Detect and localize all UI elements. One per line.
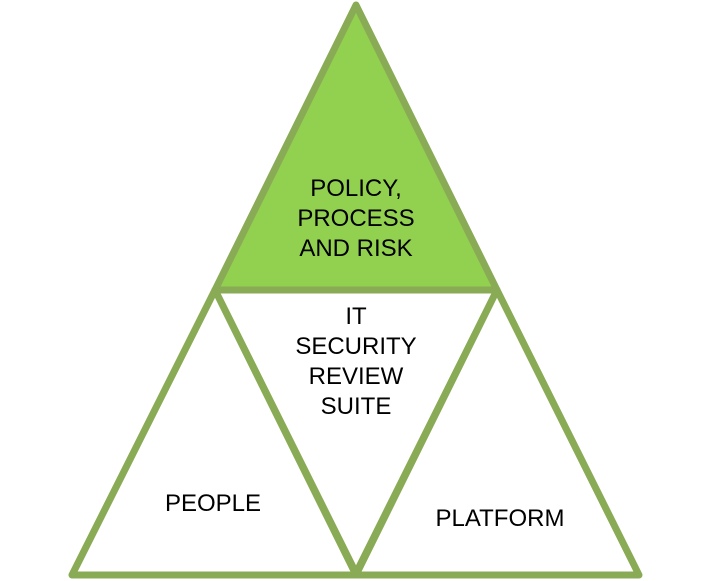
top-triangle-label: POLICY, PROCESS AND RISK — [297, 175, 414, 262]
center-label-line-2: SECURITY — [295, 333, 416, 360]
top-triangle — [211, 1, 501, 294]
left-triangle — [68, 286, 360, 579]
center-triangle-label: IT SECURITY REVIEW SUITE — [295, 303, 416, 420]
left-triangle-label: PEOPLE — [165, 490, 261, 517]
right-triangle-label: PLATFORM — [436, 505, 565, 532]
center-label-line-1: IT — [345, 303, 367, 330]
top-label-line-3: AND RISK — [299, 235, 412, 262]
top-label-line-2: PROCESS — [297, 205, 414, 232]
center-label-line-3: REVIEW — [309, 363, 404, 390]
right-triangle — [352, 286, 643, 579]
top-label-line-1: POLICY, — [310, 175, 402, 202]
center-label-line-4: SUITE — [321, 393, 392, 420]
